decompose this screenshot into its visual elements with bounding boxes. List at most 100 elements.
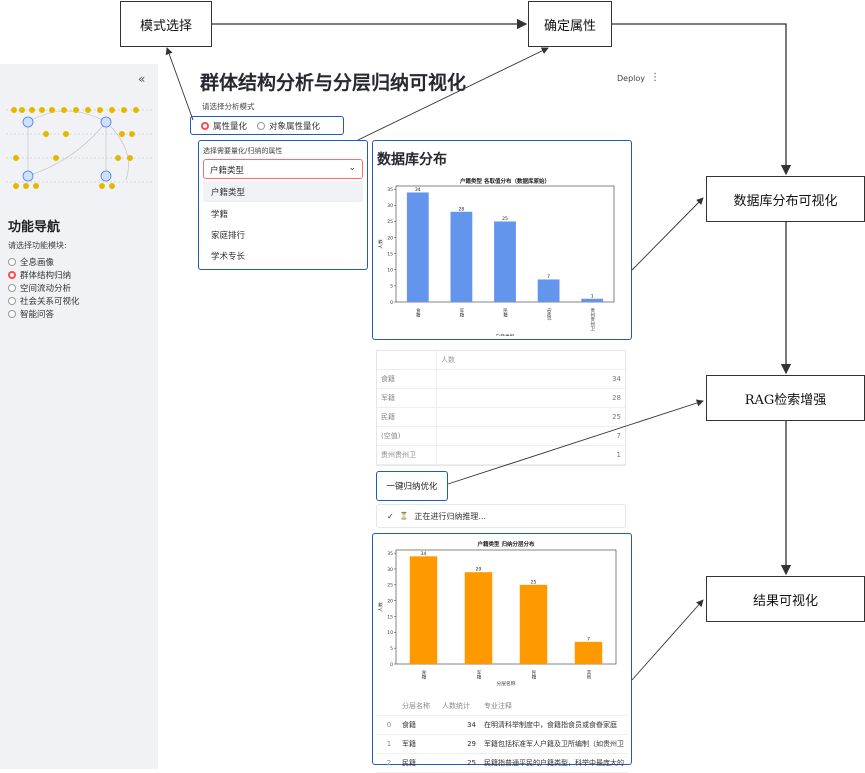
- nav-title: 功能导航: [8, 220, 61, 235]
- y-tick-label: 0: [390, 662, 393, 668]
- y-tick-label: 20: [387, 235, 393, 241]
- x-axis-label: 分层名称: [496, 680, 515, 687]
- y-tick-label: 15: [387, 614, 393, 620]
- y-tick-label: 20: [387, 598, 393, 604]
- radio-icon: [8, 309, 16, 318]
- dropdown-option[interactable]: 学籍: [211, 210, 229, 220]
- y-tick-label: 0: [390, 300, 393, 306]
- y-tick-label: 5: [390, 284, 393, 290]
- section-title: 数据库分布: [377, 152, 447, 168]
- bar: [494, 221, 516, 302]
- flow-node-rag: RAG检索增强: [706, 375, 865, 421]
- x-tick-label: 食籍: [421, 669, 426, 681]
- status-text: 正在进行归纳推理...: [414, 511, 487, 521]
- bar-value-label: 28: [459, 206, 465, 212]
- optimize-button[interactable]: 一键归纳优化: [376, 471, 448, 501]
- chevron-down-icon: ⌄: [348, 163, 356, 173]
- nav-item-qa[interactable]: 智能问答: [8, 307, 80, 320]
- x-tick-label: 贵州贵州卫: [590, 307, 595, 331]
- check-icon: ✓: [387, 511, 394, 521]
- bar-value-label: 1: [591, 293, 594, 299]
- x-axis-label: 户籍类型: [495, 333, 514, 336]
- mode-option-attr[interactable]: 属性量化: [201, 119, 247, 132]
- bar: [574, 641, 603, 664]
- chart-title: 户籍类型 各取值分布（数据库原始）: [459, 177, 550, 185]
- result-section: [372, 533, 632, 765]
- plot-frame: [395, 549, 617, 665]
- mode-option-object-attr[interactable]: 对象属性量化: [257, 119, 320, 132]
- result-table-header: 分层名称 人数统计 专业注释: [376, 697, 628, 716]
- radio-icon: [8, 257, 16, 266]
- x-tick-label: 民籍: [503, 308, 508, 319]
- chart-title: 户籍类型 归纳分层分布: [477, 540, 535, 548]
- bar: [519, 584, 548, 664]
- y-tick-label: 10: [387, 268, 393, 274]
- radio-icon: [8, 283, 16, 292]
- bar-value-label: 34: [421, 551, 427, 557]
- db-distribution-section: 数据库分布: [372, 140, 632, 340]
- bar: [537, 279, 560, 302]
- flow-node-confirm-attr: 确定属性: [528, 1, 612, 47]
- nav-radio-group: 全息画像 群体结构归纳 空间流动分析 社会关系可视化 智能问答: [8, 255, 80, 320]
- table-header: 人数: [377, 351, 625, 370]
- mini-graph-thumbnail: [6, 107, 152, 189]
- radio-icon: [257, 121, 266, 130]
- dropdown-option[interactable]: 户籍类型: [203, 181, 363, 202]
- y-tick-label: 10: [387, 630, 393, 636]
- attribute-selector: 选择需要量化/归纳的属性 户籍类型 ⌄ 户籍类型 学籍 家庭排行 学术专长: [198, 140, 368, 270]
- y-tick-label: 30: [387, 203, 393, 209]
- mode-radio-group: 属性量化 对象属性量化: [190, 116, 344, 135]
- y-tick-label: 5: [390, 646, 393, 652]
- y-tick-label: 15: [387, 251, 393, 257]
- mode-prompt: 请选择分析模式: [202, 102, 255, 111]
- status-bar: ✓ ⏳ 正在进行归纳推理...: [376, 504, 626, 528]
- dropdown-option[interactable]: 家庭排行: [211, 231, 246, 241]
- y-axis-label: 人数: [377, 602, 384, 612]
- flow-node-result-vis: 结果可视化: [706, 576, 865, 622]
- flow-node-db-vis: 数据库分布可视化: [706, 176, 865, 222]
- collapse-sidebar-icon[interactable]: «: [138, 72, 146, 86]
- bar-value-label: 34: [415, 187, 421, 193]
- attribute-select[interactable]: 户籍类型 ⌄: [203, 159, 363, 179]
- attribute-label: 选择需要量化/归纳的属性: [203, 147, 283, 155]
- x-tick-label: 军籍: [459, 308, 464, 319]
- flow-node-mode-select: 模式选择: [120, 1, 212, 47]
- hourglass-icon: ⏳: [399, 512, 409, 520]
- radio-selected-icon: [201, 121, 209, 130]
- bar: [450, 211, 473, 302]
- bar-value-label: 7: [587, 636, 590, 642]
- bar-value-label: 25: [531, 579, 537, 585]
- bar: [464, 572, 493, 664]
- nav-item-social[interactable]: 社会关系可视化: [8, 294, 80, 307]
- y-tick-label: 35: [387, 187, 393, 193]
- x-tick-label: 军籍: [476, 670, 481, 681]
- deploy-button[interactable]: Deploy: [617, 74, 646, 83]
- radio-selected-icon: [8, 270, 16, 279]
- bar: [581, 298, 604, 302]
- main-menu-icon[interactable]: ⋮: [650, 72, 660, 83]
- radio-icon: [8, 296, 16, 305]
- page-title: 群体结构分析与分层归纳可视化: [200, 72, 467, 94]
- nav-item-structure[interactable]: 群体结构归纳: [8, 268, 80, 281]
- dropdown-option[interactable]: 学术专长: [211, 252, 246, 262]
- y-axis-label: 人数: [377, 239, 384, 249]
- nav-prompt: 请选择功能模块:: [8, 241, 67, 250]
- table-row: 0 食籍 34 在明清科举制度中，食籍指食员或食眷家庭: [376, 716, 628, 735]
- y-tick-label: 35: [387, 551, 393, 557]
- sidebar: [0, 64, 158, 769]
- y-tick-label: 30: [387, 567, 393, 573]
- bar-value-label: 25: [502, 216, 508, 222]
- nav-item-spatial[interactable]: 空间流动分析: [8, 281, 80, 294]
- bar-value-label: 29: [476, 567, 482, 573]
- y-tick-label: 25: [387, 583, 393, 589]
- nav-item-profile[interactable]: 全息画像: [8, 255, 80, 268]
- bar: [409, 556, 438, 664]
